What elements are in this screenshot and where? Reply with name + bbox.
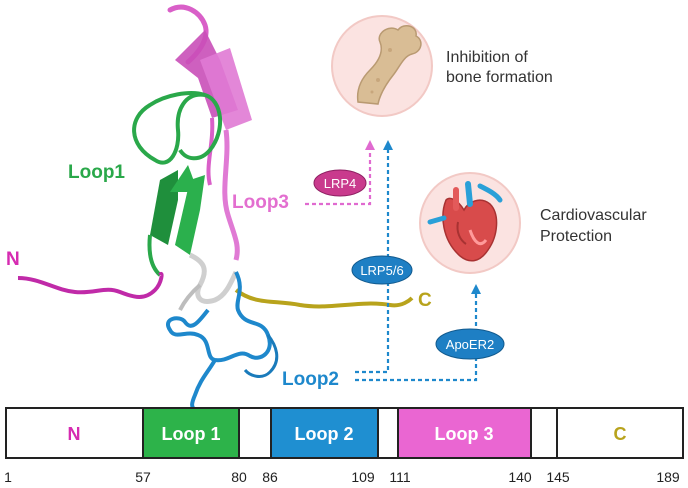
seg-n-label: N [68,424,81,444]
arrowhead-blue-heart [471,284,481,294]
loop1-base [147,234,162,277]
pos-189: 189 [656,469,680,485]
lrp56-badge [351,255,413,285]
pos-86: 86 [262,469,278,485]
loop1-ribbon2 [178,93,223,161]
loop2-coil [166,271,272,363]
pos-80: 80 [231,469,247,485]
lrp4-label: LRP4 [324,176,357,191]
seg-n [5,407,144,459]
seg-gap3 [530,407,558,459]
n-term-coil [17,271,164,299]
heart-icon [419,172,521,274]
seg-c-label: C [614,424,627,444]
bone-effect-line2: bone formation [446,69,553,86]
lrp4-badge [313,169,367,197]
pos-57: 57 [135,469,151,485]
pos-1: 1 [4,469,12,485]
arrows [305,148,478,382]
loop2-arrow-heart [355,292,478,382]
seg-loop2-label: Loop 2 [295,424,354,444]
pos-145: 145 [546,469,570,485]
loop2-coil-b [190,358,217,412]
connector [188,252,239,304]
protein-structure [17,4,414,412]
loop3-strand-b [200,48,252,130]
loop3-tail2 [206,117,215,186]
loop2-arrow-bone [355,148,390,374]
loop1-label: Loop1 [68,162,125,183]
seg-loop2 [270,407,379,459]
seg-loop3 [397,407,532,459]
loop1-strand-b [175,175,205,255]
pos-111: 111 [389,469,410,485]
loop1-strand-a [150,170,178,245]
pos-109: 109 [351,469,375,485]
seg-loop1-label: Loop 1 [162,424,221,444]
loop3-label: Loop3 [232,192,289,213]
apoer2-badge [435,328,505,360]
residue-positions: 1 57 80 86 109 111 140 145 189 [4,469,680,485]
bone-effect-line1: Inhibition of [446,49,528,66]
loop2-coil-c [243,334,279,378]
arrowhead-pink [365,140,375,150]
lrp56-label: LRP5/6 [360,263,403,278]
apoer2-label: ApoER2 [446,337,494,352]
seg-gap2 [377,407,399,459]
cardio-effect-line2: Protection [540,228,612,245]
loop3-tail [222,129,240,261]
connector2 [178,283,202,311]
loop1-arrow [170,165,198,192]
domain-bar: N Loop 1 Loop 2 Loop 3 C [5,407,684,459]
loop1-ribbon [132,91,206,165]
seg-gap1 [238,407,272,459]
seg-c [556,407,684,459]
seg-loop3-label: Loop 3 [435,424,494,444]
pos-140: 140 [508,469,532,485]
cardio-effect-line1: Cardiovascular [540,207,647,224]
loop3-arrow [305,148,372,206]
c-term-coil [234,288,414,309]
c-terminus-label: C [418,290,432,311]
bone-icon [331,15,433,117]
arrowhead-blue-bone [383,140,393,150]
n-terminus-label: N [6,249,20,270]
loop2-label: Loop2 [282,369,339,390]
